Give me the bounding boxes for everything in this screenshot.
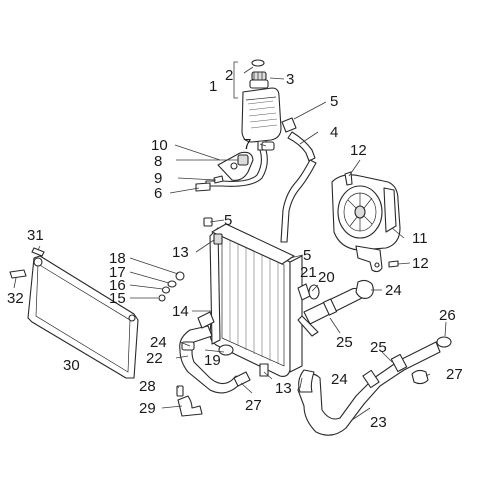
callout-22: 22 bbox=[146, 350, 163, 367]
nut-15 bbox=[158, 294, 166, 302]
callout-30: 30 bbox=[63, 357, 80, 374]
callout-6: 6 bbox=[154, 185, 162, 202]
callout-10: 10 bbox=[151, 137, 168, 154]
callout-11: 11 bbox=[412, 230, 428, 247]
hose-clamp-27 bbox=[411, 369, 429, 385]
callout-13-a: 13 bbox=[172, 244, 189, 261]
bleed-valve bbox=[237, 154, 249, 166]
callout-5-a: 5 bbox=[330, 93, 338, 110]
bleed-screw bbox=[213, 175, 224, 184]
callout-8: 8 bbox=[154, 153, 162, 170]
coolant-hose-lower bbox=[297, 341, 441, 436]
spacer-16 bbox=[161, 286, 171, 294]
radiator-lower-hose bbox=[179, 311, 241, 394]
tank-cap bbox=[249, 71, 269, 89]
fan-screw-bottom bbox=[388, 260, 399, 268]
callout-12-a: 12 bbox=[350, 142, 367, 159]
callout-16: 16 bbox=[109, 277, 126, 294]
fan-assembly bbox=[331, 174, 401, 273]
callout-26: 26 bbox=[439, 307, 456, 324]
callout-2: 2 bbox=[225, 67, 233, 84]
callout-5-c: 5 bbox=[303, 247, 311, 264]
callout-21: 21 bbox=[300, 264, 317, 281]
grille-screw-31 bbox=[31, 247, 45, 257]
washer-17 bbox=[167, 280, 177, 288]
callout-29: 29 bbox=[139, 400, 156, 417]
callout-1: 1 bbox=[209, 78, 217, 95]
cap-gasket bbox=[251, 59, 265, 67]
callout-28: 28 bbox=[139, 378, 156, 395]
group-bracket bbox=[233, 61, 238, 99]
hose-clamp-upper bbox=[281, 117, 297, 133]
bleed-hose bbox=[205, 149, 268, 187]
callout-24-c: 24 bbox=[331, 371, 348, 388]
callout-25-b: 25 bbox=[370, 339, 387, 356]
callout-17: 17 bbox=[109, 264, 126, 281]
radiator bbox=[203, 217, 303, 377]
hose-clamp-26 bbox=[436, 336, 452, 348]
hose-clamp-27-lower bbox=[233, 371, 251, 387]
callout-23: 23 bbox=[370, 414, 387, 431]
radiator-outlet bbox=[297, 283, 320, 301]
callout-19: 19 bbox=[204, 352, 221, 369]
callout-4: 4 bbox=[330, 124, 338, 141]
callout-24-b: 24 bbox=[150, 334, 167, 351]
drain-plug bbox=[218, 344, 234, 356]
radiator-grille bbox=[27, 255, 139, 379]
callout-3: 3 bbox=[286, 71, 294, 88]
callout-18: 18 bbox=[109, 250, 126, 267]
callout-7: 7 bbox=[243, 136, 251, 153]
callout-25-a: 25 bbox=[336, 334, 353, 351]
callout-15: 15 bbox=[109, 290, 126, 307]
fan-screw-top bbox=[344, 171, 353, 186]
callout-9: 9 bbox=[154, 170, 162, 187]
grille-clip-32 bbox=[9, 269, 27, 279]
callout-12-b: 12 bbox=[412, 255, 429, 272]
hose-clip bbox=[261, 141, 275, 151]
callout-27-a: 27 bbox=[446, 366, 463, 383]
callout-31: 31 bbox=[27, 227, 44, 244]
callout-14: 14 bbox=[172, 303, 189, 320]
hose-clamp-24-upper bbox=[355, 279, 374, 299]
callout-27-b: 27 bbox=[245, 397, 262, 414]
callout-labels: 1 2 3 4 5 5 5 6 7 8 9 10 11 12 12 13 13 … bbox=[7, 67, 463, 431]
leader-lines bbox=[13, 66, 447, 421]
callout-24-a: 24 bbox=[385, 282, 402, 299]
bushing-18 bbox=[175, 271, 185, 281]
callout-32: 32 bbox=[7, 290, 24, 307]
callout-13-b: 13 bbox=[275, 380, 292, 397]
elbow-fitting bbox=[195, 182, 211, 192]
callout-20: 20 bbox=[318, 269, 335, 286]
callout-5-b: 5 bbox=[224, 212, 232, 229]
bolt-28 bbox=[176, 385, 184, 397]
tank-hose bbox=[280, 159, 317, 243]
mounting-bracket-29 bbox=[177, 395, 203, 417]
